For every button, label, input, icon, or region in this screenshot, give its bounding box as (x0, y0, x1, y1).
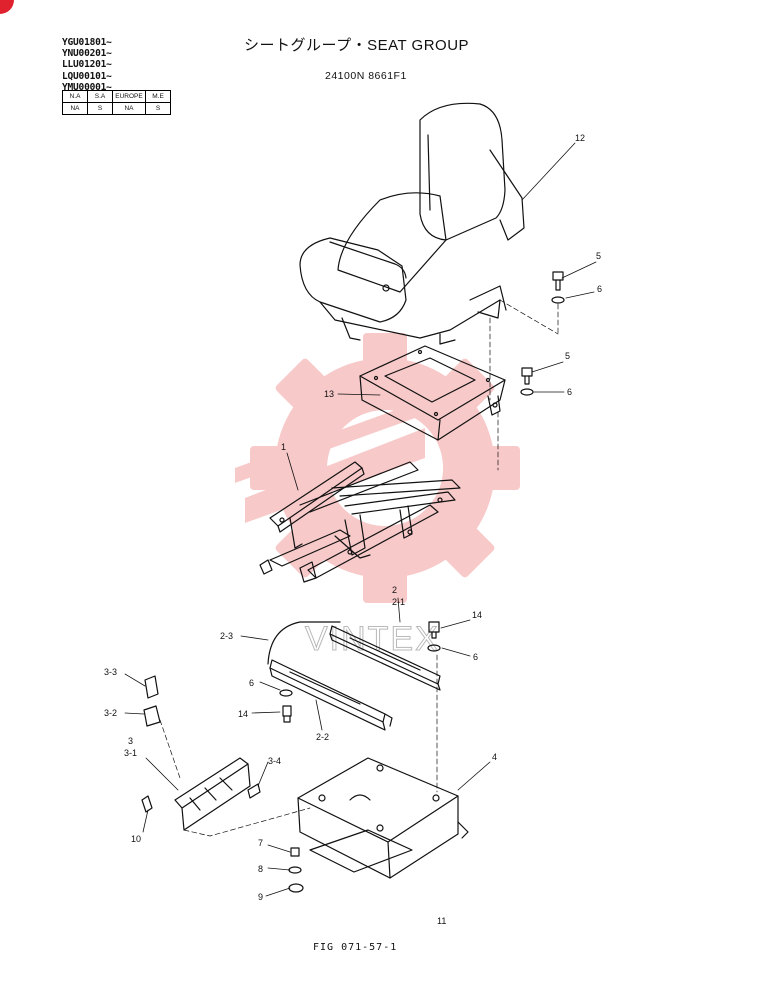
corner-mark (0, 0, 14, 14)
lower-slide-rails (267, 621, 441, 731)
callout-label: 1 (281, 442, 286, 452)
callout-label: 8 (258, 864, 263, 874)
lever-assembly (141, 675, 261, 831)
serial-number: LQU00101~ (62, 70, 112, 82)
seat-slide-rail-assembly (259, 461, 461, 583)
figure-label: FIG 071-57-1 (313, 942, 398, 953)
callout-label: 4 (492, 752, 497, 762)
callout-label: 6 (597, 284, 602, 294)
callout-label: 7 (258, 838, 263, 848)
serial-number-list: YGU01801~ YNU00201~ LLU01201~ LQU00101~ … (62, 37, 112, 93)
page-title: シートグループ・SEAT GROUP (244, 37, 470, 54)
callout-label: 3-1 (124, 748, 137, 758)
assembly-guide-lines (159, 299, 559, 837)
callout-label: 5 (565, 351, 570, 361)
callout-label: 3-4 (268, 756, 281, 766)
callout-label: 6 (473, 652, 478, 662)
seat-base-box (288, 757, 469, 893)
callout-label: 6 (567, 387, 572, 397)
callout-leader-lines (124, 142, 597, 897)
callout-label: 3-3 (104, 667, 117, 677)
watermark-gear-logo (235, 333, 520, 603)
callout-label: 3 (128, 736, 133, 746)
serial-number: LLU01201~ (62, 59, 112, 71)
seat-assembly (299, 102, 525, 345)
callout-label: 12 (575, 133, 585, 143)
callout-label: 10 (131, 834, 141, 844)
region-table: N.A S.A EUROPE M.E NA S NA S (62, 90, 171, 115)
watermark-text: VINTEX (305, 620, 440, 658)
seat-mounting-frame (359, 345, 506, 441)
region-value: NA (112, 102, 146, 115)
serial-number: YGU01801~ (62, 37, 112, 48)
fastener-group (279, 271, 565, 723)
callout-label: 3-2 (104, 708, 117, 718)
part-number: 24100N 8661F1 (325, 70, 407, 82)
callout-label: 14 (238, 709, 248, 719)
serial-number: YNU00201~ (62, 48, 112, 60)
callout-label: 13 (324, 389, 334, 399)
callout-label: 2 (392, 585, 397, 595)
callout-label: 2-2 (316, 732, 329, 742)
callout-label: 2-1 (392, 597, 405, 607)
callout-label: 11 (437, 916, 446, 926)
region-value: S (145, 102, 171, 115)
callout-labels: 12 5 6 5 6 13 1 2 2-1 2-3 14 6 6 14 2-2 … (104, 133, 602, 926)
callout-label: 6 (249, 678, 254, 688)
callout-label: 2-3 (220, 631, 233, 641)
callout-label: 5 (596, 251, 601, 261)
serial-number: YMU00001~ (62, 81, 112, 93)
callout-label: 9 (258, 892, 263, 902)
callout-label: 14 (472, 610, 482, 620)
region-value-row: NA S NA S (62, 102, 171, 115)
